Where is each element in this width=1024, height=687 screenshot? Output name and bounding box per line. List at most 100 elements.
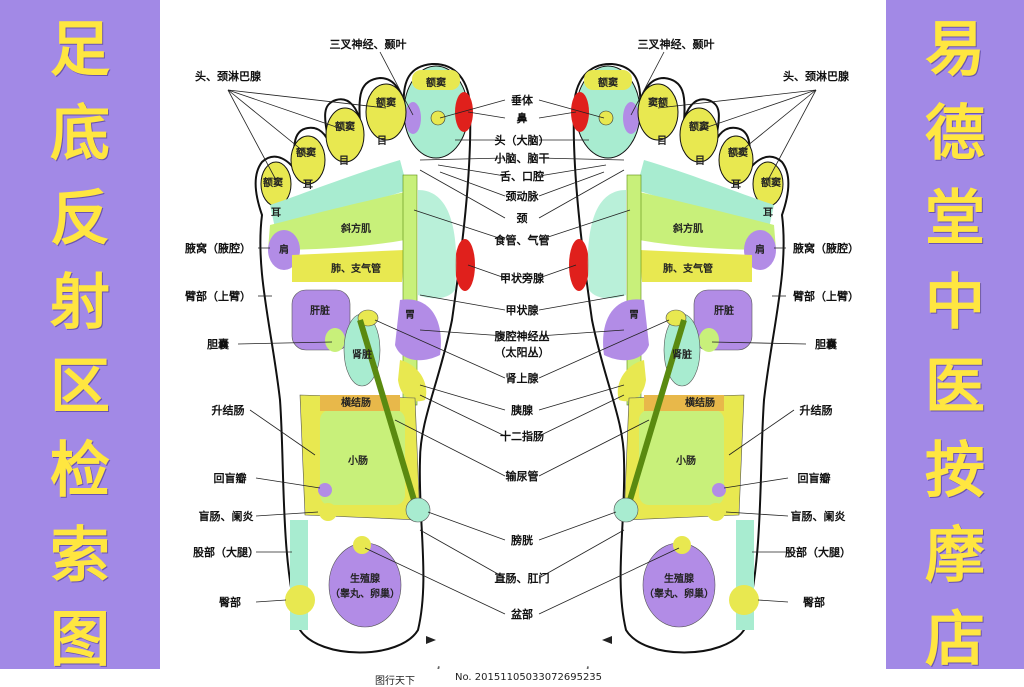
gallbladder-zone (699, 328, 719, 352)
label-sinus-toe3-right: 额窦 (689, 120, 709, 133)
parathyroid-zone (455, 239, 475, 291)
gallbladder-zone (325, 328, 345, 352)
watermark-number: No. 20151105033072695235 (455, 672, 603, 683)
right-title-banner: 易 德 堂 中 医 按 摩 店 (886, 0, 1024, 687)
watermark-logo: 图行天下 (375, 676, 415, 687)
label-neck: 颈 (517, 212, 528, 225)
label-sinus-toe4-left: 额窦 (296, 146, 316, 159)
left-title-char: 反 (50, 183, 110, 254)
nose-zone (455, 92, 473, 132)
right-title-char: 德 (925, 99, 985, 170)
label-eye-left: 目 (377, 135, 387, 147)
right-title-char: 按 (925, 436, 985, 507)
label-duodenum: 十二指肠 (500, 429, 544, 443)
organ-labels: 额窦 额窦 额窦 额窦 额窦 目 目 耳 耳 肩 斜方肌 肺、支气管 肝脏 胃 … (263, 76, 781, 600)
right-title-char: 医 (925, 352, 985, 423)
label-stomach-right: 胃 (629, 309, 639, 321)
label-transverse-colon-left: 横结肠 (341, 396, 371, 409)
pituitary-zone (430, 110, 446, 126)
label-buttock-right: 臀部 (803, 595, 825, 609)
left-title-char: 射 (50, 267, 110, 338)
label-small-intestine-right: 小肠 (675, 454, 696, 467)
label-adrenal: 肾上腺 (506, 371, 540, 385)
label-ear2-right: 耳 (763, 207, 773, 219)
ureter-line (621, 319, 687, 521)
buttock-zone (729, 585, 759, 615)
gonad-zone (642, 542, 716, 628)
left-title-char: 区 (50, 352, 110, 423)
label-rectum: 直肠、肛门 (495, 571, 550, 585)
transverse-colon-zone (320, 395, 400, 411)
label-thigh-right: 股部（大腿） (785, 545, 851, 559)
nose-zone (571, 92, 589, 132)
label-cecum-left: 盲肠、阑炎 (199, 509, 254, 523)
label-sinus-toe2-left: 额窦 (376, 96, 396, 109)
label-transverse-colon-right: 横结肠 (685, 396, 715, 409)
label-armpit-right: 腋窝（腋腔） (792, 241, 859, 255)
label-solar-plexus: （太阳丛） (495, 345, 550, 359)
label-sinus-toe5-left: 额窦 (263, 176, 283, 189)
label-lung-left: 肺、支气管 (331, 262, 381, 275)
label-small-intestine-left: 小肠 (347, 454, 368, 467)
pelvis-zone (673, 536, 691, 554)
reflexology-diagram: 三叉神经、颞叶 垂体 鼻 头（大脑） 小脑、脑干 舌、口腔 颈动脉 颈 食管、气… (160, 0, 886, 687)
label-pelvis: 盆部 (510, 607, 533, 621)
label-shoulder-left: 肩 (279, 243, 289, 256)
right-vertical-title: 易 德 堂 中 医 按 摩 店 (886, 20, 1024, 670)
label-kidney-right: 肾脏 (672, 348, 692, 361)
arrow-icon (602, 636, 612, 644)
stomach-zone (395, 299, 441, 361)
small-intestine-zone (320, 410, 405, 505)
label-armpit-left: 腋窝（腋腔） (184, 241, 251, 255)
ileocecal-zone (318, 483, 332, 497)
label-buttock-left: 臀部 (219, 595, 241, 609)
label-ear2-left: 耳 (271, 207, 281, 219)
pituitary-zone (598, 110, 614, 126)
label-ascending-colon-left: 升结肠 (212, 403, 245, 417)
lung-zone (292, 250, 405, 282)
ureter-line (357, 319, 423, 521)
trapezius-zone (268, 192, 405, 250)
toe-3-left (325, 107, 365, 163)
label-trapezius-right: 斜方肌 (672, 222, 703, 235)
label-gallbladder-left: 胆囊 (207, 337, 230, 351)
watermark-bar: 图行天下 No. 20151105033072695235 (0, 669, 1024, 687)
label-upper-arm-right: 臂部（上臂） (793, 289, 859, 303)
stomach-zone (603, 299, 649, 361)
label-ileocecal-left: 回盲瓣 (214, 471, 247, 485)
label-thigh-left: 股部（大腿） (193, 545, 259, 559)
label-bladder: 膀胱 (510, 533, 533, 547)
left-title-banner: 足 底 反 射 区 检 索 图 (0, 0, 160, 687)
trigeminal-zone (623, 102, 639, 134)
cecum-zone (707, 503, 725, 521)
sinus-band (584, 70, 632, 90)
label-gonad-sub-left: （睾丸、卵巢） (330, 587, 400, 600)
label-gallbladder-right: 胆囊 (815, 337, 838, 351)
left-title-char: 索 (50, 520, 110, 591)
right-title-char: 堂 (925, 183, 985, 254)
trigeminal-zone (405, 102, 421, 134)
right-title-char: 店 (925, 604, 985, 675)
leader-lines (227, 51, 817, 615)
eye-ear-zone (636, 160, 774, 228)
right-title-char: 中 (925, 267, 985, 338)
label-pituitary: 垂体 (511, 93, 534, 107)
neck-zone (587, 190, 626, 299)
label-lymph-left: 头、颈淋巴腺 (195, 69, 262, 83)
label-sinus-toe3-left: 额窦 (335, 120, 355, 133)
label-nose: 鼻 (517, 111, 528, 125)
label-sinus-big-toe-right: 额窦 (598, 76, 618, 89)
left-title-char: 足 (50, 15, 110, 85)
label-gonad-left: 生殖腺 (350, 572, 381, 585)
label-sinus-toe5-right: 额窦 (761, 176, 781, 189)
pelvis-zone (353, 536, 371, 554)
label-carotid: 颈动脉 (506, 189, 540, 203)
label-eye2-right: 目 (695, 155, 705, 167)
label-kidney-left: 肾脏 (352, 348, 372, 361)
label-ureter: 输尿管 (506, 469, 539, 483)
label-trapezius-left: 斜方肌 (340, 222, 371, 235)
right-labels: 三叉神经、颞叶 头、颈淋巴腺 腋窝（腋腔） 臂部（上臂） 胆囊 升结肠 回盲瓣 … (638, 37, 860, 609)
label-lung-right: 肺、支气管 (663, 262, 713, 275)
neck-zone (418, 190, 457, 299)
label-lymph-right: 头、颈淋巴腺 (783, 69, 850, 83)
